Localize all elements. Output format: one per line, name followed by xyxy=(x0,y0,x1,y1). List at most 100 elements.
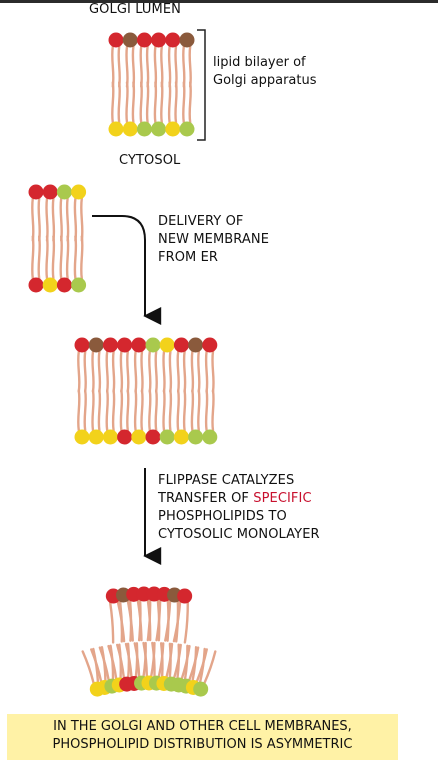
lipid-tail xyxy=(159,642,164,679)
lipid-tail xyxy=(160,81,164,124)
lipid-tail xyxy=(111,81,115,124)
lipid-tail xyxy=(188,45,192,88)
lipid-tail xyxy=(91,350,95,393)
lipid-tail xyxy=(37,197,41,242)
lipid-tail xyxy=(97,350,102,393)
lipid-tail xyxy=(31,197,35,242)
lipid-tail xyxy=(182,81,186,124)
lipid-tail xyxy=(80,235,84,280)
lipid-tail xyxy=(167,45,172,88)
lipid-tail xyxy=(148,389,152,432)
lipid-head xyxy=(173,337,189,353)
lipid-tail xyxy=(203,650,217,685)
lipid-tail xyxy=(77,350,81,393)
lipid-tail xyxy=(111,350,116,393)
lipid-tail xyxy=(83,389,87,432)
delivery-arrow xyxy=(92,215,162,325)
lipid-tail xyxy=(73,197,78,242)
lipid-tail xyxy=(176,643,181,680)
lipid-tail xyxy=(73,235,78,280)
lipid-tail xyxy=(65,197,70,242)
lipid-tail xyxy=(45,235,49,280)
lipid-tail xyxy=(204,389,209,432)
lipid-tail xyxy=(133,389,138,432)
lipid-tail xyxy=(183,601,189,644)
lipid-tail xyxy=(148,350,152,393)
lipid-head xyxy=(145,337,161,353)
lipid-tail xyxy=(145,45,150,88)
lipid-tail xyxy=(128,599,133,642)
lipid-tail xyxy=(116,643,126,680)
lipid-tail xyxy=(162,350,166,393)
lipid-tail xyxy=(117,45,121,88)
flippase-line3: PHOSPHOLIPIDS TO xyxy=(158,509,287,524)
lipid-tail xyxy=(176,389,180,432)
lipid-tail xyxy=(118,600,124,643)
lipid-tail xyxy=(198,647,206,684)
lipid-tail xyxy=(77,389,81,432)
lipid-head xyxy=(42,184,58,200)
lipid-head xyxy=(188,429,204,445)
flippase-line1: FLIPPASE CATALYZES xyxy=(158,473,295,488)
lipid-head xyxy=(122,121,138,137)
lipid-head xyxy=(188,337,204,353)
lipid-tail xyxy=(133,642,141,678)
lipid-tail xyxy=(211,350,215,393)
lipid-tail xyxy=(164,600,172,642)
lipid-head xyxy=(74,337,90,353)
lipid-head xyxy=(165,32,181,48)
lipid-tail xyxy=(211,389,215,432)
lipid-tail xyxy=(168,389,173,432)
lipid-tail xyxy=(91,389,95,432)
lipid-tail xyxy=(59,235,63,280)
lipid-head xyxy=(71,277,87,293)
lipid-head xyxy=(159,429,175,445)
lipid-head xyxy=(117,429,133,445)
lipid-head xyxy=(108,121,124,137)
bilayer-note-line2: Golgi apparatus xyxy=(213,73,317,88)
lipid-tail xyxy=(111,45,115,88)
lipid-tail xyxy=(137,599,142,642)
lipid-tail xyxy=(154,389,158,432)
lipid-head xyxy=(28,277,44,293)
lipid-tail xyxy=(65,235,70,280)
lipid-tail xyxy=(188,81,192,124)
delivery-line1: DELIVERY OF xyxy=(158,214,244,229)
lipid-head xyxy=(88,337,104,353)
lipid-tail xyxy=(197,350,201,393)
lipid-tail xyxy=(119,350,124,393)
flippase-line4: CYTOSOLIC MONOLAYER xyxy=(158,527,320,542)
lipid-head xyxy=(56,277,72,293)
lipid-tail xyxy=(45,197,49,242)
lipid-tail xyxy=(174,81,178,124)
specific-highlight: SPECIFIC xyxy=(253,491,312,506)
lipid-tail xyxy=(125,45,129,88)
top-border xyxy=(0,0,438,3)
lipid-tail xyxy=(142,641,149,678)
lipid-tail xyxy=(162,389,166,432)
golgi-bilayer xyxy=(108,32,195,137)
lipid-head xyxy=(28,184,44,200)
lipid-tail xyxy=(154,350,158,393)
flippase-line2-prefix: TRANSFER OF xyxy=(158,491,254,506)
lipid-head xyxy=(165,121,181,137)
cytosol-label: CYTOSOL xyxy=(119,153,181,168)
lipid-tail xyxy=(139,45,143,88)
golgi-lumen-label: GOLGI LUMEN xyxy=(89,2,181,17)
lipid-tail xyxy=(107,644,118,681)
lipid-tail xyxy=(182,45,186,88)
lipid-tail xyxy=(83,350,87,393)
lipid-tail xyxy=(139,81,143,124)
lipid-head xyxy=(173,429,189,445)
lipid-head xyxy=(145,429,161,445)
lipid-head xyxy=(108,32,124,48)
delivery-line3: FROM ER xyxy=(158,250,219,265)
lipid-tail xyxy=(160,45,164,88)
conclusion-caption: IN THE GOLGI AND OTHER CELL MEMBRANES, P… xyxy=(7,714,398,760)
lipid-tail xyxy=(131,81,136,124)
lipid-head xyxy=(136,32,152,48)
lipid-tail xyxy=(145,81,150,124)
lipid-tail xyxy=(183,644,189,681)
lipid-tail xyxy=(81,650,95,685)
lipid-tail xyxy=(131,45,136,88)
